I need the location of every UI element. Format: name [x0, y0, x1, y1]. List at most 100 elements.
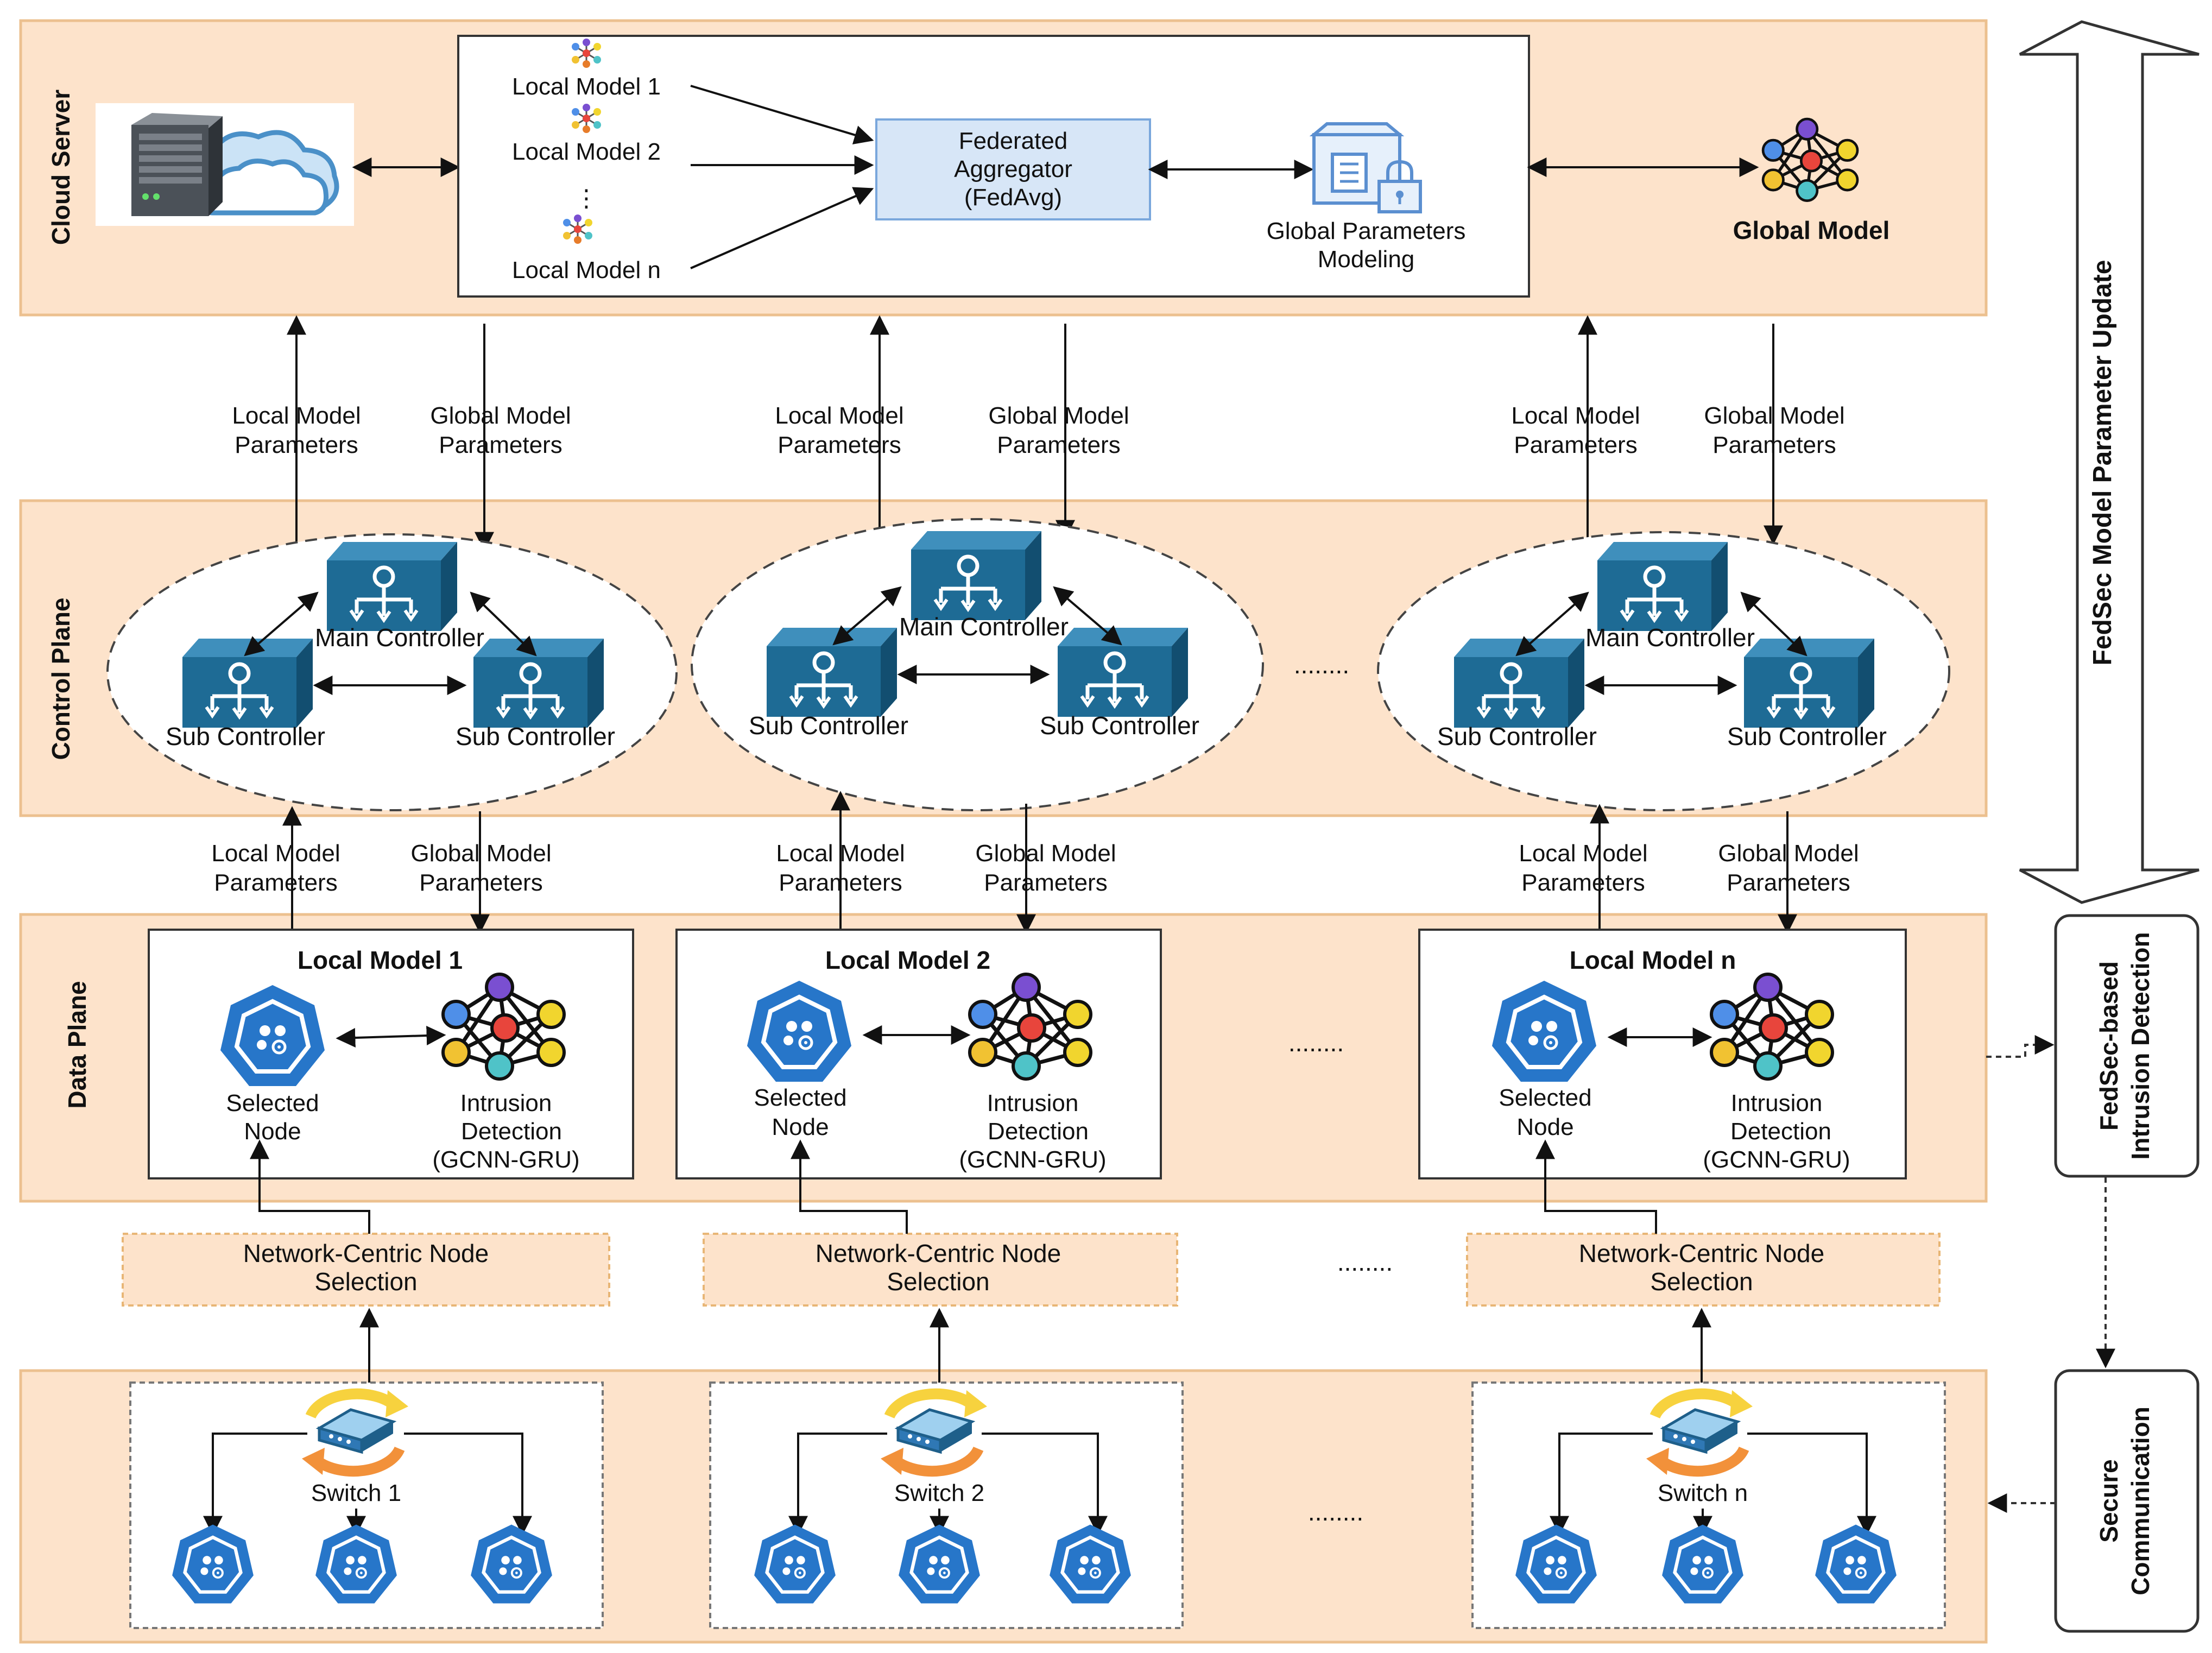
lower-local-3-line-1: Local Model — [1519, 840, 1647, 867]
controller-cluster-3: Main Controller Sub Controller Sub Contr… — [1377, 531, 1950, 811]
main-controller-icon-1 — [327, 542, 457, 631]
lower-global-1-line-2: Parameters — [419, 869, 542, 896]
federated-aggregator-box — [875, 118, 1151, 220]
switch-cluster-1: Switch 1 — [129, 1381, 604, 1629]
sub-controller-icon-2b — [1058, 628, 1188, 717]
global-params-line-1: Global Parameters — [1267, 218, 1466, 244]
sub-controller-label-3b: Sub Controller — [1727, 722, 1887, 750]
upper-global-1-line-2: Parameters — [439, 432, 562, 458]
selection-to-node-arrow-3 — [1535, 1139, 1657, 1234]
lower-global-3-line-2: Parameters — [1727, 869, 1850, 896]
sub-controller-label-1b: Sub Controller — [456, 722, 615, 750]
main-controller-label-2: Main Controller — [899, 613, 1069, 641]
upper-global-3-line-1: Global Model — [1704, 402, 1844, 429]
control-ellipsis: ........ — [1294, 651, 1349, 679]
control-plane-label: Control Plane — [47, 597, 75, 760]
local-model-title-2: Local Model 2 — [825, 946, 990, 974]
node-selection-3-line-2: Selection — [1650, 1267, 1753, 1296]
upper-local-3-line-2: Parameters — [1514, 432, 1637, 458]
fedsec-intrusion-line-1: FedSec-based — [2095, 961, 2123, 1131]
node-selection-3-line-1: Network-Centric Node — [1579, 1239, 1824, 1267]
secure-communication-box — [2054, 1369, 2200, 1633]
sub-controller-icon-2a — [767, 628, 897, 717]
lower-local-2-line-2: Parameters — [779, 869, 902, 896]
intrusion-label-3b: Detection — [1730, 1118, 1831, 1145]
switch-cluster-3: Switch n — [1471, 1381, 1946, 1629]
data-plane-ellipsis: ........ — [1288, 1029, 1344, 1057]
intrusion-label-1a: Intrusion — [460, 1090, 552, 1116]
local-model-box-3: Local Model n Selected Node Intrusion De… — [1418, 929, 1907, 1179]
sub-controller-label-2b: Sub Controller — [1040, 711, 1199, 740]
lower-global-1-line-1: Global Model — [410, 840, 551, 867]
lm1-to-aggregator-arrow — [690, 85, 874, 144]
secure-communication-line-2: Communication — [2126, 1406, 2154, 1595]
lower-local-3-line-2: Parameters — [1521, 869, 1645, 896]
lower-local-1-line-2: Parameters — [214, 869, 337, 896]
selected-label-3: Selected — [1499, 1084, 1591, 1111]
intrusion-label-3c: (GCNN-GRU) — [1703, 1146, 1850, 1173]
upper-global-2-line-2: Parameters — [997, 432, 1120, 458]
intrusion-label-2a: Intrusion — [987, 1090, 1079, 1116]
node-selection-1-line-1: Network-Centric Node — [243, 1239, 489, 1267]
switch-ellipsis: ........ — [1308, 1498, 1363, 1526]
upper-local-3-line-1: Local Model — [1511, 402, 1640, 429]
sub-controller-label-2a: Sub Controller — [749, 711, 908, 740]
sub-controller-label-1a: Sub Controller — [166, 722, 325, 750]
cloud-local-model-2: Local Model 2 — [512, 138, 661, 165]
sub-controller-label-3a: Sub Controller — [1437, 722, 1597, 750]
lower-global-2-line-2: Parameters — [984, 869, 1107, 896]
local-model-box-1: Local Model 1 Selected Node Intrusion De… — [148, 929, 634, 1179]
aggregator-line-2: Aggregator — [954, 156, 1072, 182]
intrusion-label-2b: Detection — [988, 1118, 1089, 1145]
upper-local-2-line-2: Parameters — [778, 432, 901, 458]
main-controller-label-1: Main Controller — [315, 623, 484, 652]
selection-to-node-arrow-2 — [791, 1139, 908, 1234]
main-controller-icon-2 — [911, 531, 1041, 620]
upper-local-1-line-1: Local Model — [232, 402, 361, 429]
controller-cluster-1: Main Controller Sub Controller Sub Contr… — [106, 533, 678, 811]
node-label-2: Node — [772, 1114, 829, 1140]
upper-global-1-line-1: Global Model — [430, 402, 571, 429]
lower-global-2-line-1: Global Model — [975, 840, 1116, 867]
aggregator-line-3: (FedAvg) — [964, 184, 1062, 211]
data-plane-label: Data Plane — [63, 981, 91, 1108]
lmn-to-aggregator-arrow — [690, 187, 874, 269]
controller-cluster-2: Main Controller Sub Controller Sub Contr… — [691, 518, 1264, 811]
intrusion-label-3a: Intrusion — [1731, 1090, 1823, 1116]
intrusion-label-1c: (GCNN-GRU) — [432, 1146, 579, 1173]
node-selection-ellipsis: ........ — [1337, 1248, 1393, 1276]
aggregator-line-1: Federated — [959, 128, 1068, 154]
selection-to-node-arrow-1 — [250, 1139, 370, 1234]
upper-global-2-line-1: Global Model — [988, 402, 1129, 429]
switch-label-3: Switch n — [1658, 1480, 1748, 1506]
node-selection-2-line-2: Selection — [887, 1267, 989, 1296]
switch-label-2: Switch 2 — [894, 1480, 984, 1506]
intrusion-label-2c: (GCNN-GRU) — [959, 1146, 1106, 1173]
local-model-box-2: Local Model 2 Selected Node Intrusion De… — [675, 929, 1162, 1179]
fedsec-intrusion-line-2: Intrusion Detection — [2126, 932, 2154, 1159]
node-label-1: Node — [244, 1118, 301, 1145]
main-controller-icon-3 — [1597, 542, 1728, 631]
lower-local-1-line-1: Local Model — [211, 840, 340, 867]
switch-label-1: Switch 1 — [311, 1480, 401, 1506]
cloud-server-label: Cloud Server — [47, 90, 75, 245]
upper-local-1-line-2: Parameters — [235, 432, 358, 458]
upper-global-3-line-2: Parameters — [1712, 432, 1836, 458]
selected-label-2: Selected — [754, 1084, 846, 1111]
lower-local-2-line-1: Local Model — [776, 840, 905, 867]
local-model-title-3: Local Model n — [1570, 946, 1736, 974]
global-model-label: Global Model — [1733, 216, 1890, 244]
node-selection-box-3: Network-Centric Node Selection — [1466, 1233, 1941, 1307]
upper-local-2-line-1: Local Model — [775, 402, 903, 429]
node-selection-1-line-2: Selection — [314, 1267, 417, 1296]
local-model-title-1: Local Model 1 — [298, 946, 463, 974]
parameter-update-double-arrow — [2019, 20, 2200, 904]
main-controller-label-3: Main Controller — [1585, 623, 1755, 652]
cloud-vdots: ⋮ — [574, 185, 598, 212]
data-plane-to-intrusion-connector — [1986, 1035, 2055, 1058]
node-label-3: Node — [1516, 1114, 1573, 1140]
cloud-local-model-1: Local Model 1 — [512, 73, 661, 100]
fedsec-intrusion-box — [2054, 914, 2200, 1178]
secure-communication-line-1: Secure — [2095, 1459, 2123, 1542]
switch-cluster-2: Switch 2 — [709, 1381, 1184, 1629]
